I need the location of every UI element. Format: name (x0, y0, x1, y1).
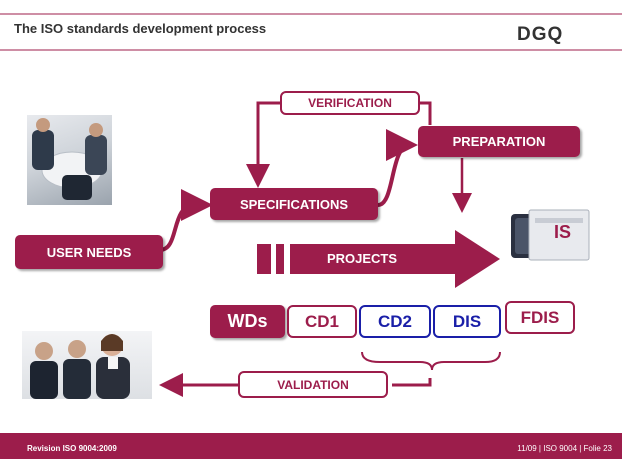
is-label: IS (554, 222, 572, 242)
is-document-image: IS (509, 208, 594, 263)
arrow-needs-to-specs (159, 189, 213, 252)
arrow-verification-loop (258, 101, 432, 182)
user-needs-box: USER NEEDS (15, 235, 163, 269)
stage-brace (361, 351, 501, 371)
team-photo (22, 331, 152, 399)
arrow-specs-to-prep (377, 129, 418, 207)
stage-cd1: CD1 (287, 305, 357, 338)
verification-box: VERIFICATION (280, 91, 420, 115)
slide-header (0, 0, 622, 62)
specifications-box: SPECIFICATIONS (210, 188, 378, 220)
preparation-box: PREPARATION (418, 126, 580, 157)
stage-cd2: CD2 (359, 305, 431, 338)
slide-footer (0, 433, 622, 459)
projects-label: PROJECTS (326, 251, 398, 266)
header-lines (0, 13, 622, 51)
stage-dis: DIS (433, 305, 501, 338)
meeting-photo (27, 115, 112, 205)
slide-title: The ISO standards development process (14, 21, 267, 36)
arrow-to-validation-bracket (392, 378, 432, 387)
dgq-logo: DGQ (517, 24, 564, 45)
validation-box: VALIDATION (238, 371, 388, 398)
stage-fdis: FDIS (505, 301, 575, 334)
footer-revision: Revision ISO 9004:2009 (27, 444, 117, 453)
footer-page-info: 11/09 | ISO 9004 | Folie 23 (517, 444, 612, 453)
stage-wds: WDs (210, 305, 285, 338)
